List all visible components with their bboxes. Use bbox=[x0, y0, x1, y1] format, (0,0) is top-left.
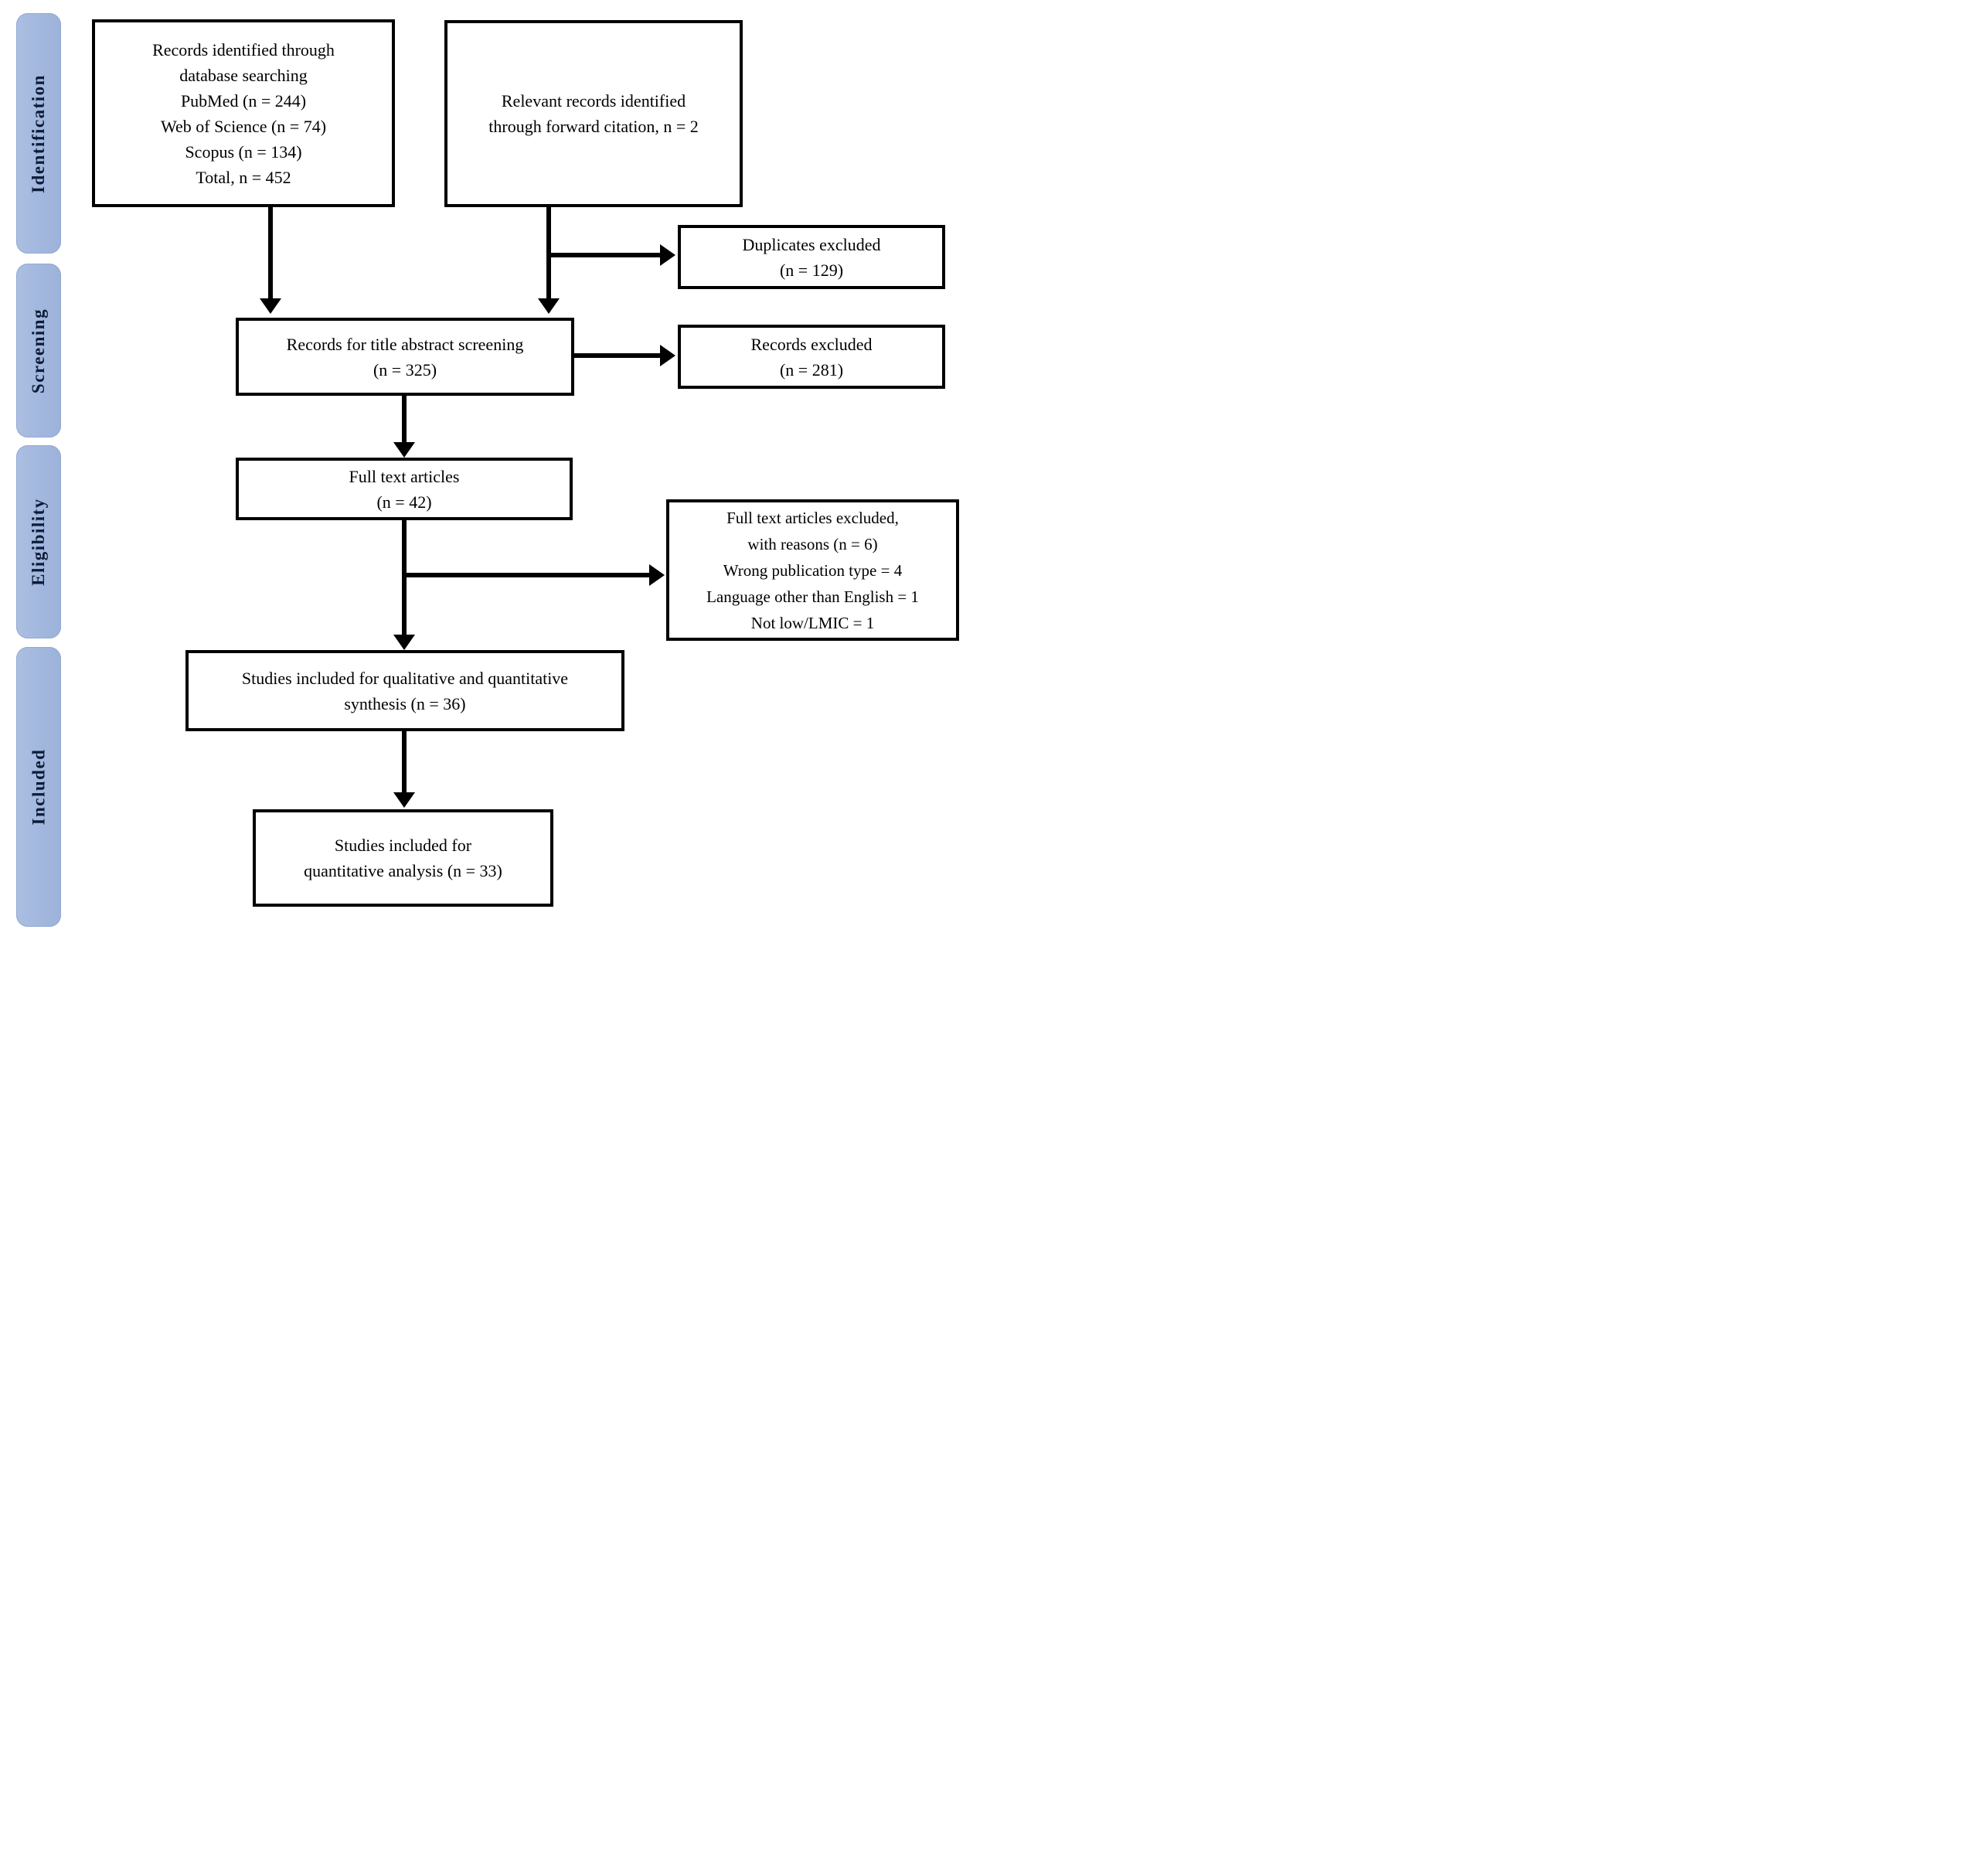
connector-records-excluded-head bbox=[660, 345, 675, 366]
prisma-flow-diagram: Identification Screening Eligibility Inc… bbox=[0, 0, 985, 938]
stage-label: Identification bbox=[29, 73, 49, 193]
box-line: (n = 129) bbox=[779, 260, 844, 280]
box-line: Full text articles excluded, bbox=[726, 508, 899, 527]
box-line: through forward citation, n = 2 bbox=[488, 117, 699, 136]
box-line: Records for title abstract screening bbox=[286, 334, 524, 354]
box-qualitative-quantitative-synthesis: Studies included for qualitative and qua… bbox=[185, 650, 624, 731]
box-line: Not low/LMIC = 1 bbox=[750, 613, 875, 632]
box-line: Scopus (n = 134) bbox=[185, 141, 302, 162]
box-line: Wrong publication type = 4 bbox=[723, 560, 903, 580]
stage-identification: Identification bbox=[16, 13, 61, 254]
stage-eligibility: Eligibility bbox=[16, 445, 61, 638]
box-line: (n = 42) bbox=[376, 492, 432, 512]
stage-label: Eligibility bbox=[29, 498, 49, 586]
box-duplicates-excluded: Duplicates excluded (n = 129) bbox=[678, 225, 945, 289]
box-line: PubMed (n = 244) bbox=[180, 90, 307, 111]
box-line: database searching bbox=[179, 65, 308, 85]
connector-fulltext-excluded-line bbox=[402, 573, 651, 577]
box-full-text-excluded: Full text articles excluded, with reason… bbox=[666, 499, 959, 641]
arrow-screening-down-head bbox=[393, 442, 415, 458]
box-line: Full text articles bbox=[349, 466, 460, 486]
box-records-identified: Records identified through database sear… bbox=[92, 19, 395, 207]
box-line: with reasons (n = 6) bbox=[747, 534, 878, 553]
box-quantitative-analysis: Studies included for quantitative analys… bbox=[253, 809, 553, 907]
arrow-fulltext-down-line bbox=[402, 520, 407, 636]
box-line: Records identified through bbox=[152, 39, 335, 60]
stage-included: Included bbox=[16, 647, 61, 927]
box-line: (n = 325) bbox=[373, 359, 437, 380]
box-forward-citation: Relevant records identified through forw… bbox=[444, 20, 743, 207]
connector-records-excluded-line bbox=[574, 353, 662, 358]
box-line: Language other than English = 1 bbox=[706, 587, 919, 606]
box-line: (n = 281) bbox=[779, 359, 844, 380]
arrow-identified-down-line bbox=[268, 207, 273, 300]
box-line: Total, n = 452 bbox=[196, 167, 291, 187]
box-records-excluded: Records excluded (n = 281) bbox=[678, 325, 945, 389]
arrow-fulltext-down-head bbox=[393, 635, 415, 650]
stage-screening: Screening bbox=[16, 264, 61, 438]
stage-label: Screening bbox=[29, 308, 48, 393]
box-line: Studies included for qualitative and qua… bbox=[241, 668, 569, 688]
connector-duplicates-head bbox=[660, 244, 675, 266]
box-full-text-articles: Full text articles (n = 42) bbox=[236, 458, 573, 520]
stage-label: Included bbox=[29, 748, 48, 826]
arrow-synthesis-down-head bbox=[393, 792, 415, 808]
box-line: quantitative analysis (n = 33) bbox=[304, 861, 502, 880]
connector-duplicates-line bbox=[546, 253, 662, 257]
box-line: Records excluded bbox=[750, 334, 873, 354]
connector-fulltext-excluded-head bbox=[649, 564, 665, 586]
box-line: synthesis (n = 36) bbox=[344, 693, 466, 713]
arrow-identified-down-head bbox=[260, 298, 281, 314]
arrow-screening-down-line bbox=[402, 396, 407, 444]
box-line: Studies included for bbox=[334, 836, 472, 855]
arrow-synthesis-down-line bbox=[402, 731, 407, 794]
box-title-abstract-screening: Records for title abstract screening (n … bbox=[236, 318, 574, 396]
box-line: Web of Science (n = 74) bbox=[160, 116, 327, 136]
box-line: Duplicates excluded bbox=[742, 234, 881, 254]
arrow-citation-down-head bbox=[538, 298, 560, 314]
box-line: Relevant records identified bbox=[501, 91, 686, 111]
